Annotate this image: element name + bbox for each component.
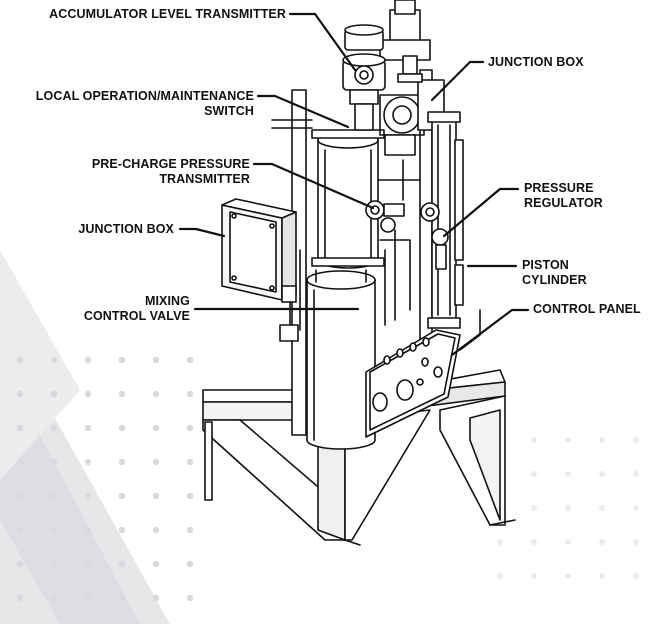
background-dot (186, 594, 194, 602)
background-dot (565, 505, 571, 511)
background-dot (16, 526, 24, 534)
background-dot (84, 594, 92, 602)
background-dot (152, 526, 160, 534)
background-dot (565, 539, 571, 545)
background-dot (84, 390, 92, 398)
background-dot (118, 492, 126, 500)
background-dot (531, 573, 537, 579)
background-dot (186, 390, 194, 398)
control-panel (365, 329, 461, 438)
background-dot (152, 458, 160, 466)
background-dot (118, 560, 126, 568)
background-dot (531, 437, 537, 443)
background-dot (152, 560, 160, 568)
background-dot (531, 471, 537, 477)
accumulator-cylinder (311, 129, 385, 269)
background-dot (186, 424, 194, 432)
label-mixing-control-valve: MIXING CONTROL VALVE (83, 294, 190, 323)
background-dot (599, 437, 605, 443)
background-dot (599, 539, 605, 545)
background-dot (633, 437, 639, 443)
background-dot (152, 390, 160, 398)
top-valve-stack (397, 55, 423, 83)
background-dot (497, 539, 503, 545)
mixing-cylinder (306, 269, 376, 450)
background-dot (84, 424, 92, 432)
background-dot (186, 526, 194, 534)
background-dot (50, 424, 58, 432)
background-dot (565, 437, 571, 443)
background-dot (118, 424, 126, 432)
background-dot (633, 505, 639, 511)
background-dot (565, 573, 571, 579)
background-dot (16, 356, 24, 364)
background-dot (152, 594, 160, 602)
background-dot (16, 458, 24, 466)
background-dot (497, 573, 503, 579)
background-dot (633, 573, 639, 579)
background-dot (118, 526, 126, 534)
pressure-regulator (420, 202, 449, 270)
background-dot (16, 560, 24, 568)
precharge-transmitter (365, 200, 405, 233)
background-dot (633, 539, 639, 545)
background-dot (84, 560, 92, 568)
label-pressure-regulator: PRESSURE REGULATOR (524, 181, 603, 210)
background-dot (84, 492, 92, 500)
background-dot (84, 356, 92, 364)
background-dot (50, 526, 58, 534)
label-precharge-pressure-transmitter: PRE-CHARGE PRESSURE TRANSMITTER (91, 157, 250, 186)
level-transmitter (342, 24, 386, 131)
background-dot (186, 560, 194, 568)
background-dot (186, 492, 194, 500)
background-dot (50, 594, 58, 602)
label-control-panel: CONTROL PANEL (533, 302, 641, 316)
background-dot (118, 594, 126, 602)
background-dot (50, 458, 58, 466)
background-dot (16, 390, 24, 398)
background-dot (118, 356, 126, 364)
leader-lines (178, 12, 530, 357)
label-junction-box-left: JUNCTION BOX (78, 222, 174, 236)
background-dot (118, 390, 126, 398)
background-dot (599, 505, 605, 511)
label-junction-box-top: JUNCTION BOX (488, 55, 584, 69)
background-dot (565, 471, 571, 477)
background-dot (599, 471, 605, 477)
label-piston-cylinder: PISTON CYLINDER (522, 258, 587, 287)
background-dot (152, 356, 160, 364)
background-dot (531, 505, 537, 511)
background-dot (186, 458, 194, 466)
background-dot (118, 458, 126, 466)
background-dot (84, 526, 92, 534)
background-dot (152, 492, 160, 500)
label-accumulator-level-transmitter: ACCUMULATOR LEVEL TRANSMITTER (49, 7, 286, 21)
background-dot (16, 492, 24, 500)
background-dot (50, 560, 58, 568)
background-dot (50, 390, 58, 398)
background-dot (16, 424, 24, 432)
background-dot (152, 424, 160, 432)
background-dot (16, 594, 24, 602)
junction-box-left (221, 198, 299, 342)
background-dot (633, 471, 639, 477)
background-dot (50, 492, 58, 500)
background-dot (186, 356, 194, 364)
background-dot (599, 573, 605, 579)
background-dot (531, 539, 537, 545)
background-dot (84, 458, 92, 466)
background-dot (50, 356, 58, 364)
label-local-operation-maintenance-switch: LOCAL OPERATION/MAINTENANCE SWITCH (35, 89, 254, 118)
